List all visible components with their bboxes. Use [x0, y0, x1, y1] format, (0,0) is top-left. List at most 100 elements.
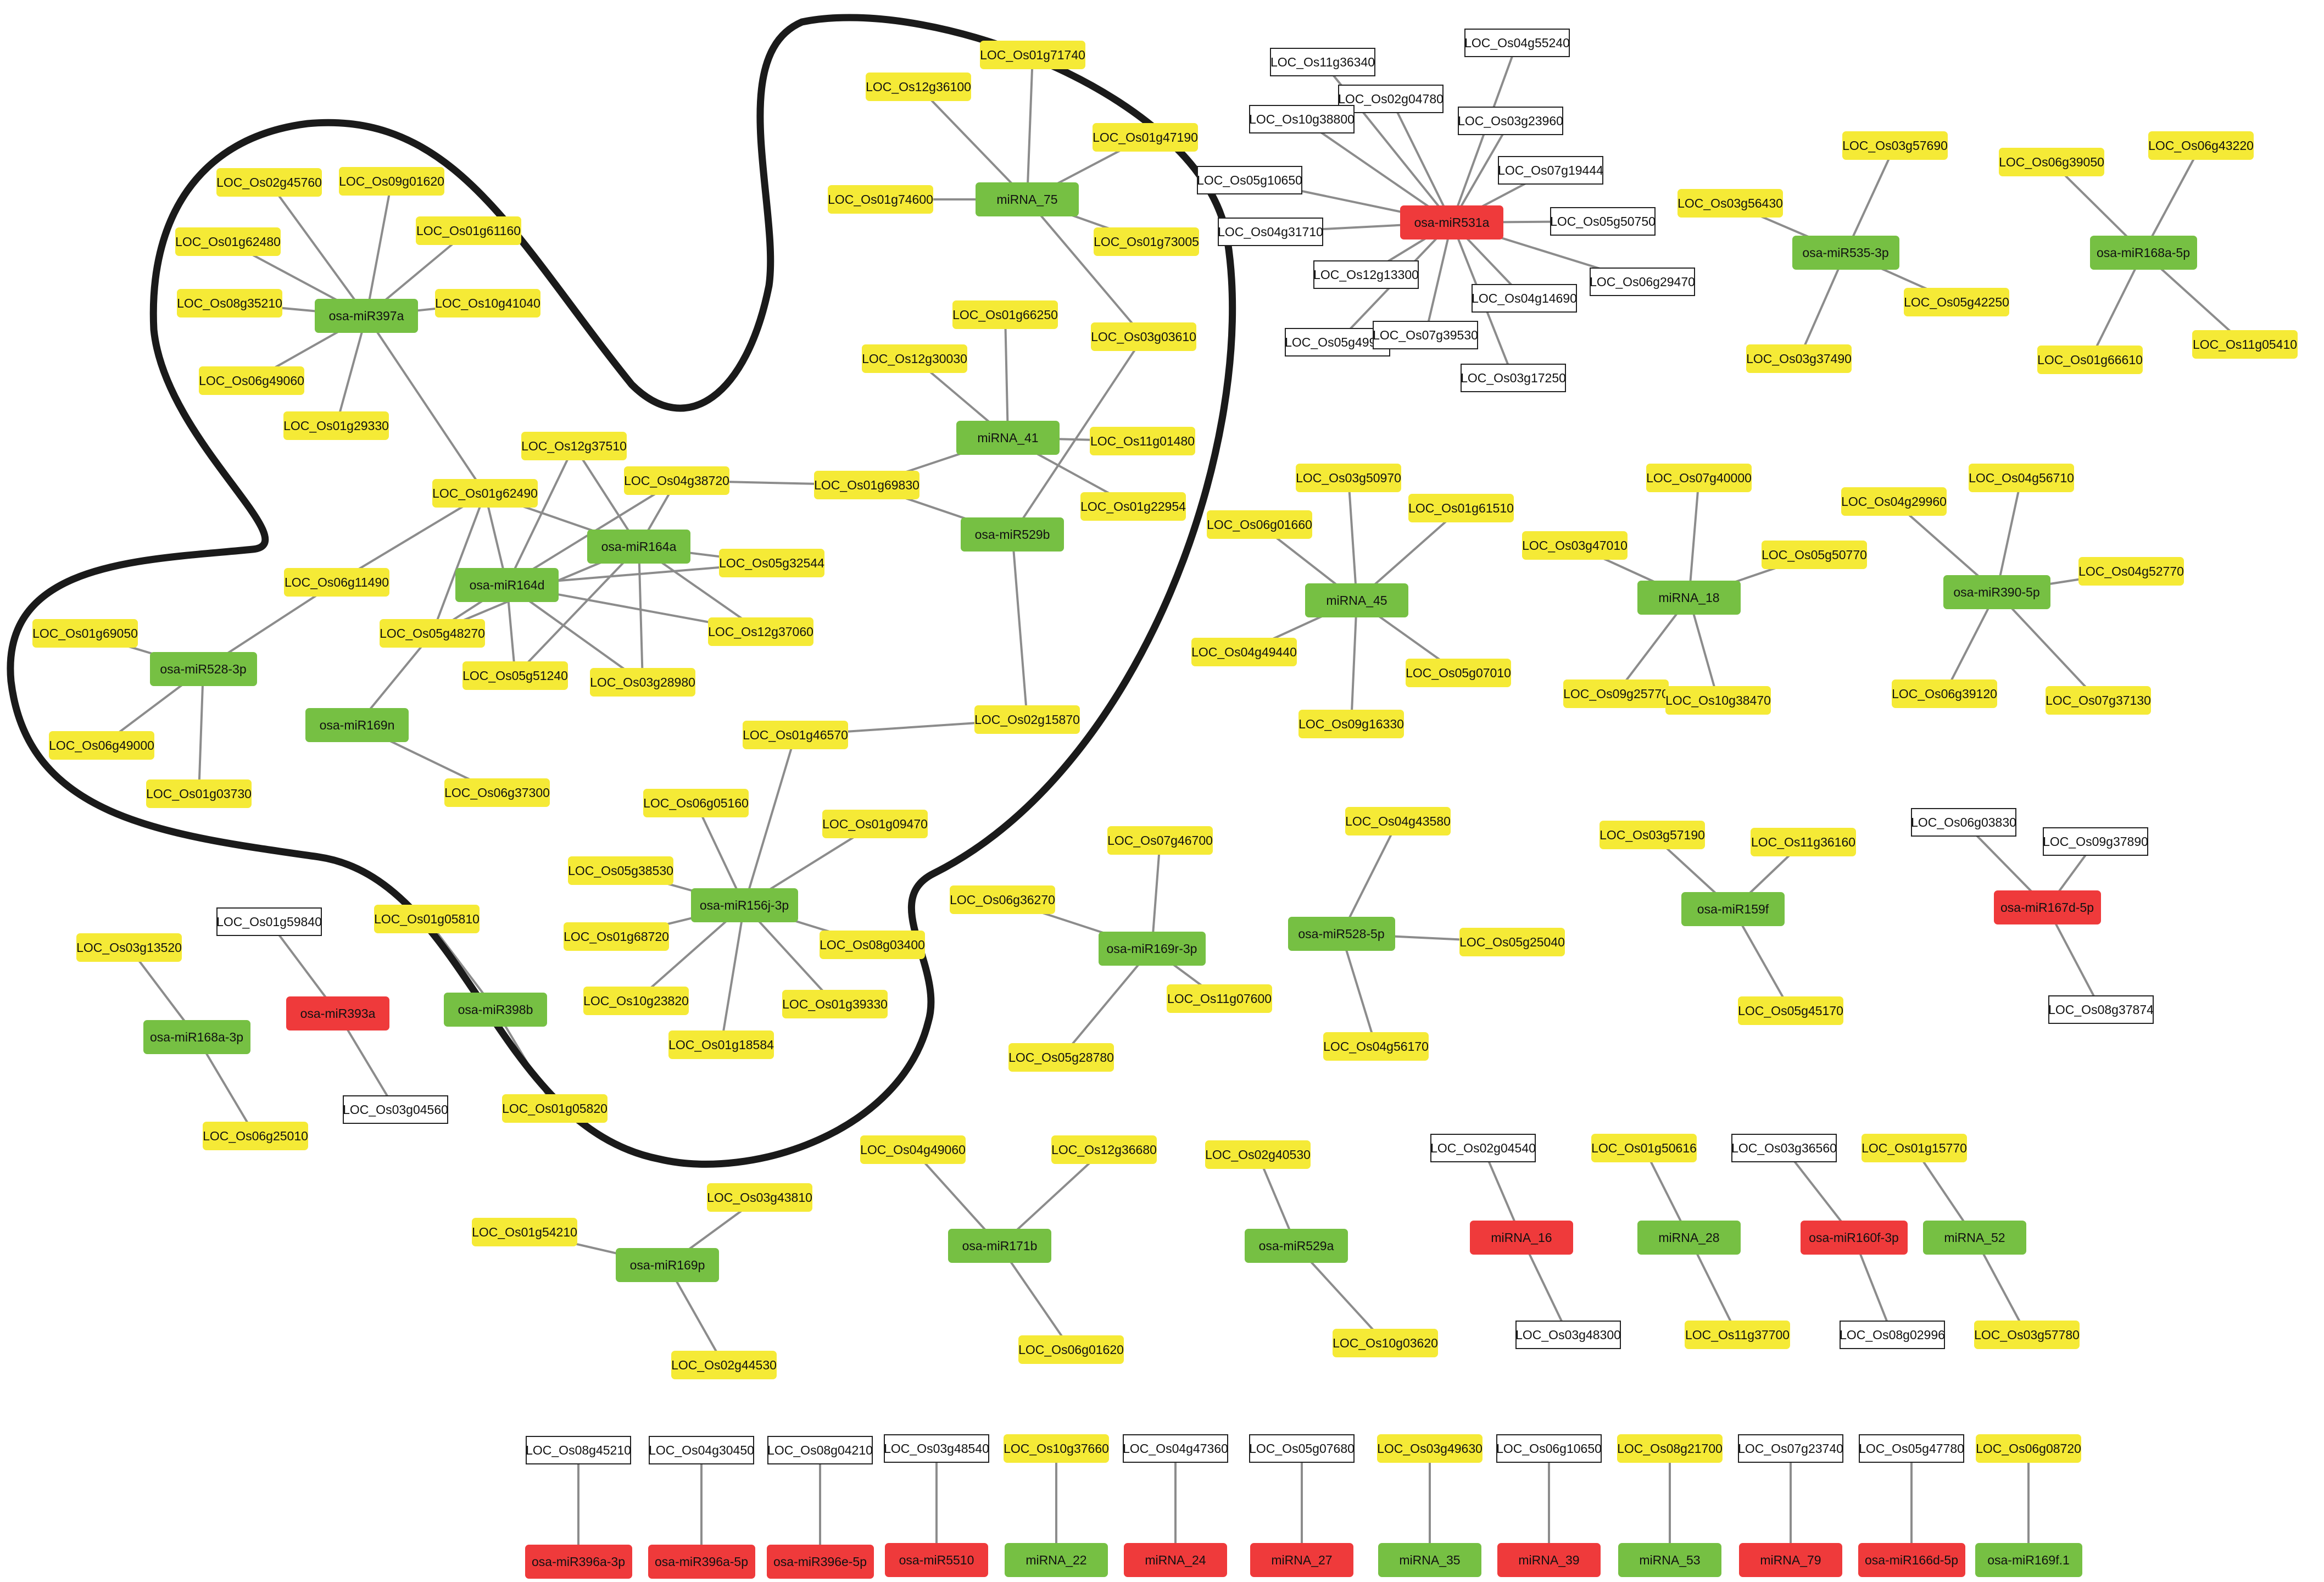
mirna-node-osa-mir164a[interactable]: osa-miR164a — [587, 530, 690, 564]
mirna-node-osa-mir393a[interactable]: osa-miR393a — [286, 996, 389, 1030]
gene-node-loc-os03g48300[interactable]: LOC_Os03g48300 — [1515, 1321, 1621, 1349]
gene-node-loc-os01g15770[interactable]: LOC_Os01g15770 — [1862, 1134, 1967, 1162]
gene-node-loc-os06g08720[interactable]: LOC_Os06g08720 — [1976, 1434, 2081, 1463]
gene-node-loc-os05g07010[interactable]: LOC_Os05g07010 — [1406, 659, 1511, 687]
gene-node-loc-os12g36100[interactable]: LOC_Os12g36100 — [866, 73, 971, 101]
mirna-node-osa-mir397a[interactable]: osa-miR397a — [315, 299, 418, 333]
gene-node-loc-os05g07680[interactable]: LOC_Os05g07680 — [1249, 1434, 1355, 1463]
mirna-node-osa-mir396a-3p[interactable]: osa-miR396a-3p — [525, 1545, 632, 1579]
mirna-node-osa-mir169p[interactable]: osa-miR169p — [616, 1248, 719, 1282]
gene-node-loc-os02g44530[interactable]: LOC_Os02g44530 — [671, 1351, 777, 1379]
gene-node-loc-os04g52770[interactable]: LOC_Os04g52770 — [2078, 557, 2184, 586]
gene-node-loc-os01g69830[interactable]: LOC_Os01g69830 — [814, 471, 919, 499]
gene-node-loc-os11g05410[interactable]: LOC_Os11g05410 — [2192, 330, 2298, 359]
mirna-node-osa-mir164d[interactable]: osa-miR164d — [455, 568, 559, 602]
mirna-node-mirna-24[interactable]: miRNA_24 — [1124, 1543, 1227, 1577]
gene-node-loc-os01g05810[interactable]: LOC_Os01g05810 — [374, 905, 480, 933]
mirna-node-osa-mir528-5p[interactable]: osa-miR528-5p — [1288, 917, 1395, 951]
gene-node-loc-os11g01480[interactable]: LOC_Os11g01480 — [1090, 427, 1195, 455]
gene-node-loc-os03g56430[interactable]: LOC_Os03g56430 — [1677, 189, 1783, 218]
mirna-node-osa-mir390-5p[interactable]: osa-miR390-5p — [1943, 575, 2050, 609]
gene-node-loc-os02g04780[interactable]: LOC_Os02g04780 — [1338, 85, 1444, 113]
gene-node-loc-os04g56170[interactable]: LOC_Os04g56170 — [1323, 1032, 1429, 1061]
mirna-node-osa-mir168a-3p[interactable]: osa-miR168a-3p — [143, 1020, 250, 1054]
gene-node-loc-os10g38800[interactable]: LOC_Os10g38800 — [1249, 105, 1355, 133]
gene-node-loc-os04g55240[interactable]: LOC_Os04g55240 — [1464, 29, 1570, 57]
gene-node-loc-os05g47780[interactable]: LOC_Os05g47780 — [1859, 1434, 1964, 1463]
gene-node-loc-os02g15870[interactable]: LOC_Os02g15870 — [974, 705, 1080, 734]
gene-node-loc-os06g01660[interactable]: LOC_Os06g01660 — [1207, 510, 1312, 539]
gene-node-loc-os03g57190[interactable]: LOC_Os03g57190 — [1600, 821, 1705, 849]
gene-node-loc-os03g47010[interactable]: LOC_Os03g47010 — [1522, 531, 1628, 560]
gene-node-loc-os12g37510[interactable]: LOC_Os12g37510 — [521, 432, 627, 460]
gene-node-loc-os06g36270[interactable]: LOC_Os06g36270 — [950, 885, 1055, 914]
gene-node-loc-os06g49060[interactable]: LOC_Os06g49060 — [199, 366, 304, 395]
mirna-node-osa-mir167d-5p[interactable]: osa-miR167d-5p — [1993, 890, 2101, 924]
mirna-node-osa-mir168a-5p[interactable]: osa-miR168a-5p — [2089, 236, 2197, 270]
gene-node-loc-os09g01620[interactable]: LOC_Os09g01620 — [339, 167, 444, 196]
gene-node-loc-os04g49060[interactable]: LOC_Os04g49060 — [860, 1135, 966, 1164]
gene-node-loc-os06g39050[interactable]: LOC_Os06g39050 — [1999, 148, 2104, 176]
gene-node-loc-os11g36160[interactable]: LOC_Os11g36160 — [1751, 828, 1856, 856]
gene-node-loc-os06g43220[interactable]: LOC_Os06g43220 — [2148, 131, 2254, 160]
gene-node-loc-os06g37300[interactable]: LOC_Os06g37300 — [444, 778, 550, 807]
gene-node-loc-os07g39530[interactable]: LOC_Os07g39530 — [1373, 321, 1478, 349]
gene-node-loc-os04g31710[interactable]: LOC_Os04g31710 — [1218, 218, 1323, 246]
mirna-node-osa-mir5510[interactable]: osa-miR5510 — [885, 1543, 988, 1577]
gene-node-loc-os05g50770[interactable]: LOC_Os05g50770 — [1762, 541, 1867, 569]
gene-node-loc-os01g61160[interactable]: LOC_Os01g61160 — [416, 216, 521, 245]
gene-node-loc-os12g36680[interactable]: LOC_Os12g36680 — [1051, 1135, 1157, 1164]
gene-node-loc-os01g50616[interactable]: LOC_Os01g50616 — [1591, 1134, 1697, 1162]
gene-node-loc-os01g61510[interactable]: LOC_Os01g61510 — [1408, 494, 1514, 522]
mirna-node-osa-mir159f[interactable]: osa-miR159f — [1681, 892, 1785, 926]
gene-node-loc-os12g30030[interactable]: LOC_Os12g30030 — [862, 344, 967, 373]
gene-node-loc-os05g48270[interactable]: LOC_Os05g48270 — [380, 619, 485, 648]
gene-node-loc-os01g62480[interactable]: LOC_Os01g62480 — [175, 227, 281, 256]
mirna-node-mirna-16[interactable]: miRNA_16 — [1470, 1221, 1573, 1255]
gene-node-loc-os06g05160[interactable]: LOC_Os06g05160 — [643, 789, 749, 817]
gene-node-loc-os05g42250[interactable]: LOC_Os05g42250 — [1904, 288, 2009, 316]
mirna-node-mirna-53[interactable]: miRNA_53 — [1618, 1543, 1721, 1577]
gene-node-loc-os02g45760[interactable]: LOC_Os02g45760 — [216, 168, 322, 197]
gene-node-loc-os06g01620[interactable]: LOC_Os06g01620 — [1018, 1335, 1124, 1364]
gene-node-loc-os05g45170[interactable]: LOC_Os05g45170 — [1738, 996, 1843, 1025]
gene-node-loc-os08g02996[interactable]: LOC_Os08g02996 — [1840, 1321, 1945, 1349]
gene-node-loc-os10g37660[interactable]: LOC_Os10g37660 — [1004, 1434, 1109, 1463]
gene-node-loc-os03g48540[interactable]: LOC_Os03g48540 — [884, 1434, 989, 1463]
gene-node-loc-os01g22954[interactable]: LOC_Os01g22954 — [1080, 492, 1186, 521]
gene-node-loc-os06g29470[interactable]: LOC_Os06g29470 — [1590, 268, 1695, 296]
gene-node-loc-os11g36340[interactable]: LOC_Os11g36340 — [1270, 48, 1375, 76]
mirna-node-mirna-35[interactable]: miRNA_35 — [1378, 1543, 1481, 1577]
gene-node-loc-os03g37490[interactable]: LOC_Os03g37490 — [1746, 344, 1852, 373]
gene-node-loc-os07g46700[interactable]: LOC_Os07g46700 — [1107, 826, 1213, 855]
mirna-node-osa-mir156j-3p[interactable]: osa-miR156j-3p — [690, 888, 798, 922]
mirna-node-mirna-41[interactable]: miRNA_41 — [956, 421, 1060, 455]
gene-node-loc-os01g29330[interactable]: LOC_Os01g29330 — [283, 411, 389, 440]
mirna-node-mirna-75[interactable]: miRNA_75 — [976, 182, 1079, 216]
gene-node-loc-os03g04560[interactable]: LOC_Os03g04560 — [343, 1095, 448, 1124]
gene-node-loc-os03g28980[interactable]: LOC_Os03g28980 — [590, 668, 695, 697]
mirna-node-mirna-28[interactable]: miRNA_28 — [1637, 1221, 1741, 1255]
gene-node-loc-os12g13300[interactable]: LOC_Os12g13300 — [1313, 260, 1419, 289]
mirna-node-mirna-52[interactable]: miRNA_52 — [1923, 1221, 2026, 1255]
gene-node-loc-os08g35210[interactable]: LOC_Os08g35210 — [177, 289, 282, 317]
mirna-node-osa-mir169r-3p[interactable]: osa-miR169r-3p — [1098, 932, 1206, 966]
gene-node-loc-os06g11490[interactable]: LOC_Os06g11490 — [284, 568, 389, 597]
gene-node-loc-os03g43810[interactable]: LOC_Os03g43810 — [707, 1183, 812, 1212]
gene-node-loc-os01g47190[interactable]: LOC_Os01g47190 — [1093, 123, 1198, 152]
gene-node-loc-os10g23820[interactable]: LOC_Os10g23820 — [583, 987, 689, 1015]
gene-node-loc-os01g68720[interactable]: LOC_Os01g68720 — [564, 922, 669, 951]
gene-node-loc-os06g03830[interactable]: LOC_Os06g03830 — [1911, 808, 2016, 837]
mirna-node-mirna-22[interactable]: miRNA_22 — [1005, 1543, 1108, 1577]
gene-node-loc-os01g46570[interactable]: LOC_Os01g46570 — [743, 721, 848, 749]
gene-node-loc-os05g28780[interactable]: LOC_Os05g28780 — [1008, 1043, 1114, 1072]
mirna-node-osa-mir396e-5p[interactable]: osa-miR396e-5p — [766, 1545, 874, 1579]
mirna-node-osa-mir535-3p[interactable]: osa-miR535-3p — [1792, 236, 1899, 270]
gene-node-loc-os10g03620[interactable]: LOC_Os10g03620 — [1333, 1329, 1438, 1357]
gene-node-loc-os06g25010[interactable]: LOC_Os06g25010 — [203, 1122, 308, 1150]
mirna-node-mirna-79[interactable]: miRNA_79 — [1739, 1543, 1842, 1577]
gene-node-loc-os04g38720[interactable]: LOC_Os04g38720 — [624, 466, 729, 495]
gene-node-loc-os02g04540[interactable]: LOC_Os02g04540 — [1430, 1134, 1536, 1162]
gene-node-loc-os04g56710[interactable]: LOC_Os04g56710 — [1969, 464, 2074, 492]
gene-node-loc-os01g03730[interactable]: LOC_Os01g03730 — [146, 779, 252, 808]
